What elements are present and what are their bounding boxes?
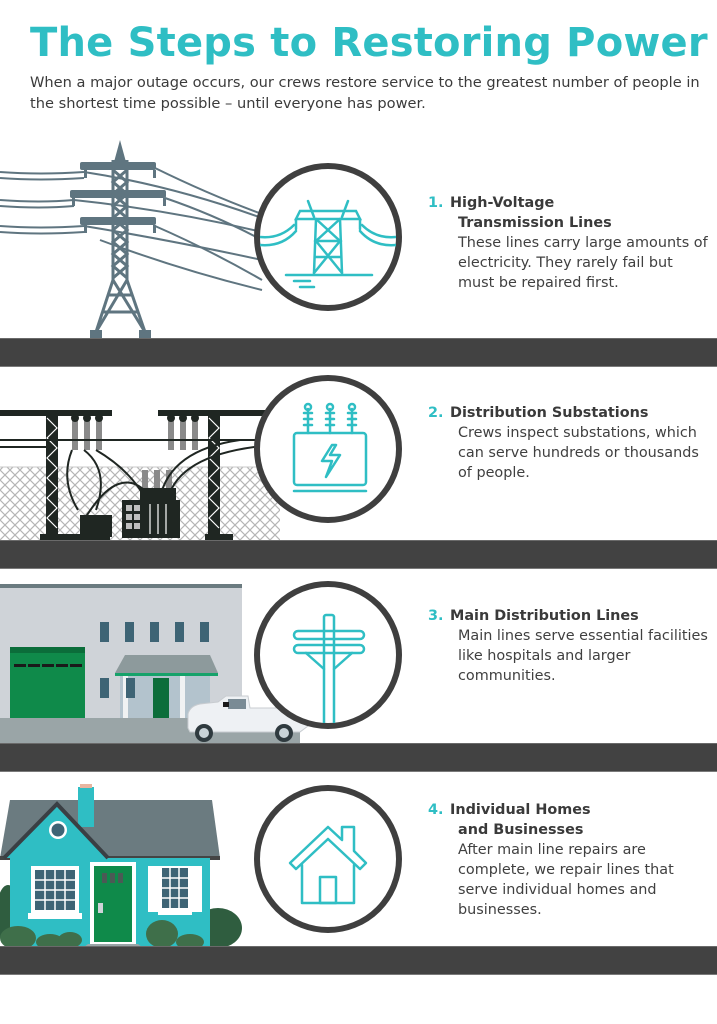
step-4-description: After main line repairs are complete, we…: [458, 842, 674, 918]
step-3-title: Main Distribution Lines: [450, 608, 639, 624]
facility-and-truck-illustration: [0, 580, 420, 745]
substation-illustration: [0, 400, 420, 540]
step-3-number: 3.: [428, 608, 444, 624]
step-4: 4. Individual Homes and Businesses After …: [428, 800, 713, 920]
step-2: 2. Distribution Substations Crews inspect…: [428, 403, 713, 483]
ground-band-1: [0, 338, 717, 367]
page-title: The Steps to Restoring Power: [30, 20, 708, 66]
utility-pole-icon: [292, 613, 366, 723]
transmission-tower-illustration: [0, 135, 420, 340]
step-2-description: Crews inspect substations, which can ser…: [458, 425, 699, 481]
step-1-title: High-Voltage: [450, 195, 555, 211]
step-1-icon-circle: [254, 163, 402, 311]
house-illustration: [0, 780, 420, 947]
step-3-icon-circle: [254, 581, 402, 729]
ground-band-2: [0, 540, 717, 569]
step-2-number: 2.: [428, 405, 444, 421]
transmission-tower-icon: [260, 199, 396, 289]
ground-band-3: [0, 743, 717, 772]
step-4-title: Individual Homes: [450, 802, 591, 818]
step-4-icon-circle: [254, 785, 402, 933]
step-2-icon-circle: [254, 375, 402, 523]
step-1-description: These lines carry large amounts of elect…: [458, 235, 708, 291]
substation-transformer-icon: [292, 402, 368, 493]
step-1: 1. High-Voltage Transmission Lines These …: [428, 193, 713, 293]
ground-band-4: [0, 946, 717, 975]
step-3: 3. Main Distribution Lines Main lines ser…: [428, 606, 713, 686]
house-icon: [288, 825, 368, 905]
step-1-title-line2: Transmission Lines: [458, 215, 612, 231]
step-1-number: 1.: [428, 195, 444, 211]
step-4-title-line2: and Businesses: [458, 822, 584, 838]
step-4-number: 4.: [428, 802, 444, 818]
step-2-title: Distribution Substations: [450, 405, 649, 421]
step-3-description: Main lines serve essential facilities li…: [458, 628, 708, 684]
page-subtitle: When a major outage occurs, our crews re…: [30, 74, 700, 112]
